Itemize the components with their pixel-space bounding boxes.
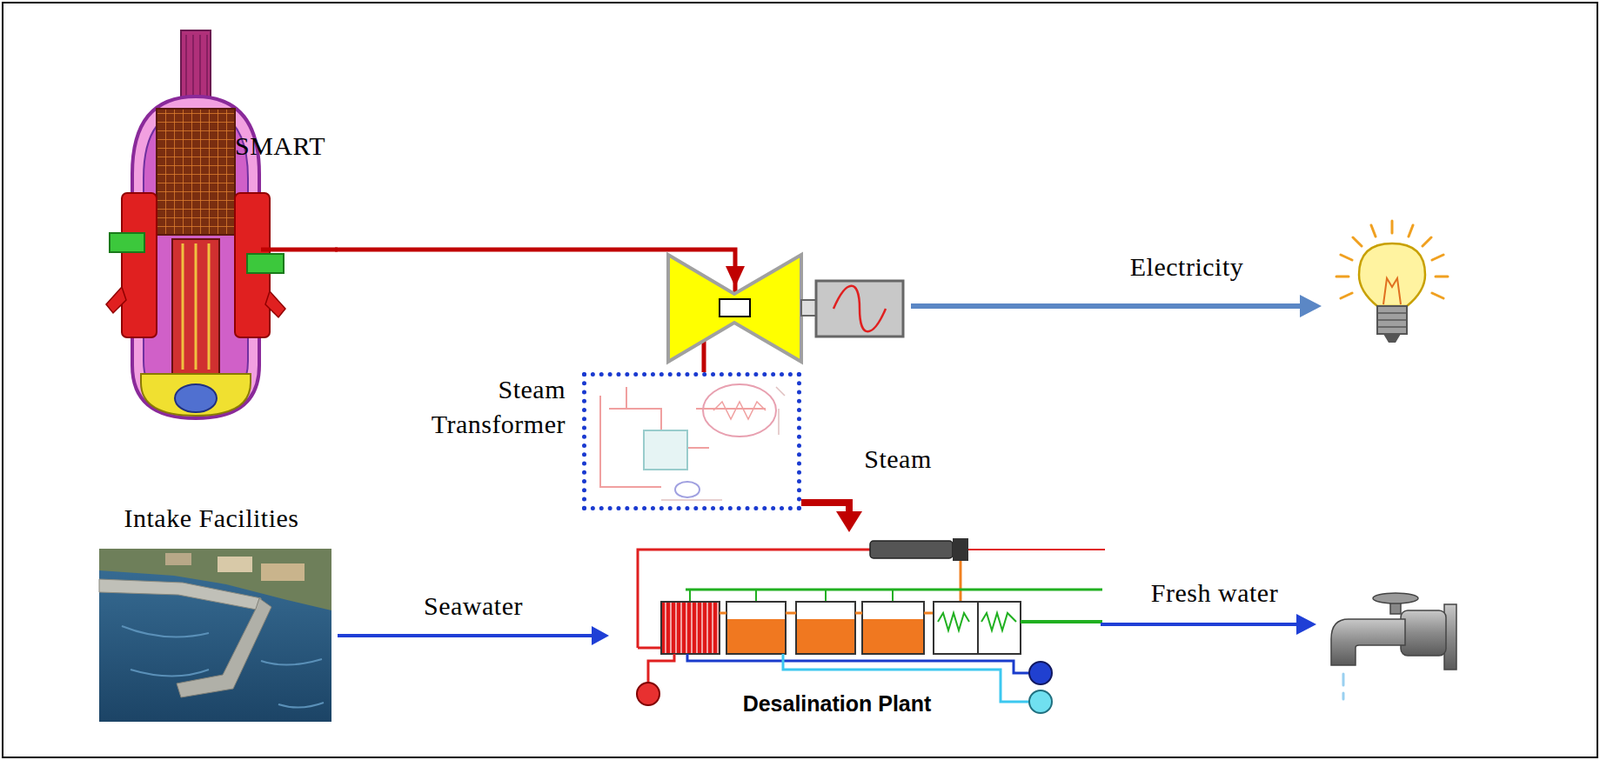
desalination-schematic-part [977, 602, 1021, 655]
flow-connector [801, 502, 863, 533]
desalination-schematic-part [796, 602, 856, 655]
electricity-arrow-part [910, 303, 1303, 309]
turbine-generator-part [833, 286, 886, 333]
intake-photo-part [121, 626, 324, 709]
node-title: Desalination Plant [743, 690, 932, 717]
edge-label: Steam [861, 443, 935, 476]
turbine-generator-part [725, 266, 745, 288]
steam-transformer-schematic [600, 384, 785, 501]
desalination-schematic-part [937, 613, 1017, 631]
desalination-schematic-part [933, 602, 978, 655]
faucet-icon-part [1372, 593, 1419, 604]
connector-line [337, 634, 596, 638]
arrow-head [836, 511, 863, 533]
edge-label: Seawater [421, 590, 526, 623]
desalination-schematic-part [689, 589, 893, 603]
desalination-schematic-part [1029, 690, 1052, 714]
desalination-schematic-part [870, 541, 953, 559]
light-bulb-icon-part [1358, 243, 1426, 307]
desalination-schematic-part [1020, 620, 1103, 624]
light-bulb-icon-part [1383, 278, 1401, 305]
turbine-generator-part [816, 281, 904, 337]
turbine-generator-part [719, 299, 750, 317]
desalination-schematic-part [968, 548, 1105, 551]
steam-transformer-schematic-part [702, 384, 777, 437]
light-bulb-icon-part [1377, 313, 1407, 328]
reactor-illustration-part [174, 384, 217, 413]
electricity-arrow-part [1299, 294, 1322, 318]
steam-transformer-schematic-part [661, 387, 785, 501]
arrow-head [591, 626, 610, 646]
flow-label: Electricity [1130, 251, 1244, 283]
faucet-icon-part [1400, 610, 1447, 657]
reactor-illustration [106, 30, 338, 419]
desalination-schematic-part [862, 602, 924, 655]
reactor-illustration-part [265, 291, 286, 318]
desalination-schematic-part [719, 612, 934, 616]
desalination-schematic-part [1029, 662, 1052, 685]
reactor-illustration-part [186, 34, 208, 105]
faucet-icon-part [1342, 674, 1346, 700]
desalination-schematic-part [648, 654, 675, 683]
node-title: SMART [234, 130, 326, 162]
reactor-illustration-part [247, 254, 284, 274]
light-bulb-icon-part [1377, 306, 1407, 335]
reactor-node: SMART [104, 26, 335, 422]
steam-transformer-node: Steam Transformer [408, 372, 802, 511]
fresh-water-arrow-part [1100, 622, 1299, 627]
light-bulb-icon [1336, 220, 1448, 343]
intake-photo-part [99, 548, 332, 611]
reactor-illustration-part [106, 287, 127, 314]
electricity-arrow [910, 294, 1322, 318]
desalination-schematic-part [661, 602, 720, 655]
desalination-schematic-part [863, 619, 924, 654]
desalination-schematic-part [637, 647, 662, 650]
desalination-schematic-part [796, 619, 855, 654]
intake-photo [99, 548, 332, 723]
flow-label: Fresh water [1151, 577, 1279, 610]
reactor-illustration-part [143, 108, 248, 406]
steam-transformer-schematic-part [643, 430, 688, 470]
fresh-water-arrow [1100, 614, 1317, 636]
faucet-icon [1331, 593, 1457, 700]
flow-connector [337, 626, 610, 646]
intake-photo-part [99, 548, 332, 723]
desalination-schematic-part [727, 619, 785, 654]
intake-photo-part [99, 579, 262, 611]
reactor-illustration-part [121, 193, 157, 338]
reactor-illustration-part [109, 233, 145, 253]
desalination-schematic-part [726, 602, 786, 655]
node-title: Steam Transformer [413, 372, 566, 442]
reactor-illustration-part [182, 243, 209, 370]
intake-photo-part [261, 563, 305, 582]
steam-transformer-schematic-part [713, 401, 766, 420]
turbine-generator-part [668, 254, 802, 362]
desalination-node: Desalination Plant [609, 532, 1118, 726]
steam-transformer-schematic-part [675, 482, 700, 498]
faucet-icon-part [1331, 619, 1406, 666]
desalination-schematic-part [685, 589, 1103, 592]
desalination-schematic-part [959, 561, 963, 603]
desalination-schematic [636, 538, 1105, 714]
light-bulb-icon-part [1383, 334, 1401, 343]
reactor-illustration-part [172, 239, 220, 375]
intake-photo-part [217, 556, 253, 573]
desalination-schematic-part [952, 538, 969, 562]
intake-photo-part [165, 553, 192, 566]
intake-node: Intake Facilities [93, 500, 338, 727]
reactor-illustration-part [140, 374, 251, 416]
intake-photo-part [176, 598, 272, 698]
fresh-water-arrow-part [1296, 614, 1317, 636]
dotted-frame [582, 372, 802, 511]
turbine-generator [668, 254, 904, 362]
reactor-illustration-part [261, 247, 338, 253]
reactor-illustration-part [156, 108, 235, 235]
desalination-schematic-part [636, 682, 660, 706]
node-title: Intake Facilities [124, 502, 300, 535]
